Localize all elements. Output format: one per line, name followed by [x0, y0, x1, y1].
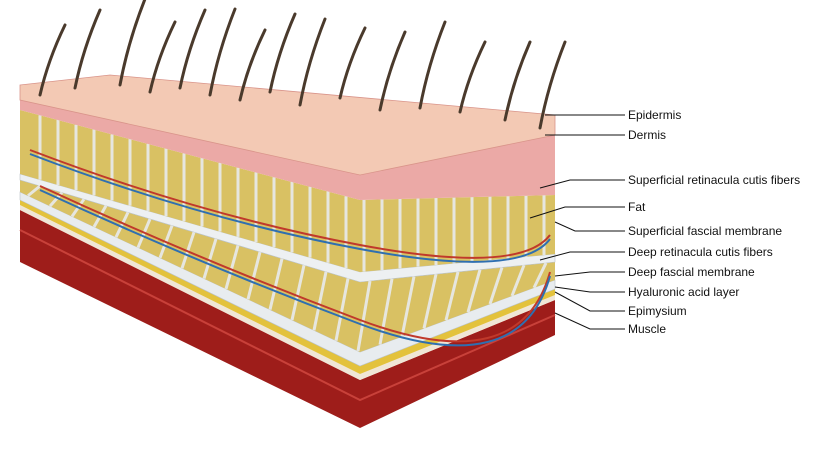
deep-retinacula-fiber — [444, 271, 460, 321]
hair — [503, 40, 532, 122]
hair — [538, 40, 567, 130]
hair — [298, 17, 327, 107]
deep-retinacula-fiber — [224, 245, 240, 290]
muscle-layer — [19, 210, 556, 428]
vessel — [39, 185, 551, 343]
hair — [238, 28, 267, 102]
label-deep-fascial-membrane: Deep fascial membrane — [628, 265, 755, 279]
deep-retinacula-fiber — [378, 278, 394, 345]
superficial-fat-layer — [20, 110, 555, 272]
deep-retinacula-fiber — [202, 238, 218, 280]
label-fat: Fat — [628, 200, 646, 214]
hair — [38, 23, 67, 97]
vessel — [39, 189, 551, 347]
label-superficial-fascial-membrane: Superficial fascial membrane — [628, 224, 783, 238]
hair — [73, 8, 102, 90]
dermis-layer — [20, 100, 555, 200]
hair — [118, 0, 147, 87]
blood-vessels — [29, 149, 551, 347]
label-deep-retinacula: Deep retinacula cutis fibers — [628, 245, 773, 259]
deep-retinacula-fiber — [532, 262, 548, 289]
deep-retinacula-fiber — [400, 276, 416, 337]
hair — [378, 30, 407, 112]
hair — [338, 26, 367, 100]
deep-retinacula-fiber — [334, 278, 350, 341]
deep-retinacula-fiber — [422, 273, 438, 329]
label-dermis: Dermis — [628, 128, 666, 142]
deep-retinacula-fiber — [356, 280, 372, 352]
hair — [178, 8, 207, 90]
hair — [268, 12, 297, 94]
deep-retinacula-fiber — [114, 211, 130, 238]
vessel — [29, 149, 551, 259]
deep-retinacula-fiber — [510, 264, 526, 297]
deep-retinacula-fiber — [466, 269, 482, 313]
deep-fat-layer — [20, 180, 555, 352]
label-superficial-retinacula: Superficial retinacula cutis fibers — [628, 173, 801, 187]
deep-retinacula-fiber — [180, 231, 196, 269]
label-epimysium: Epimysium — [628, 304, 687, 318]
label-muscle: Muscle — [628, 322, 667, 336]
leader-lines — [529, 114, 625, 330]
label-hyaluronic-acid: Hyaluronic acid layer — [628, 285, 740, 299]
label-epidermis: Epidermis — [628, 108, 682, 122]
deep-retinacula-fiber — [268, 258, 284, 310]
hair — [418, 20, 447, 110]
deep-retinacula-fiber — [312, 271, 328, 331]
deep-retinacula-fiber — [290, 264, 306, 321]
vessel — [29, 153, 551, 263]
deep-retinacula-fiber — [246, 251, 262, 300]
deep-retinacula-fiber — [488, 266, 504, 305]
hair — [208, 7, 237, 97]
hair — [148, 20, 177, 94]
deep-retinacula-fiber — [27, 184, 41, 197]
hairs — [38, 0, 567, 130]
hair — [458, 40, 487, 114]
